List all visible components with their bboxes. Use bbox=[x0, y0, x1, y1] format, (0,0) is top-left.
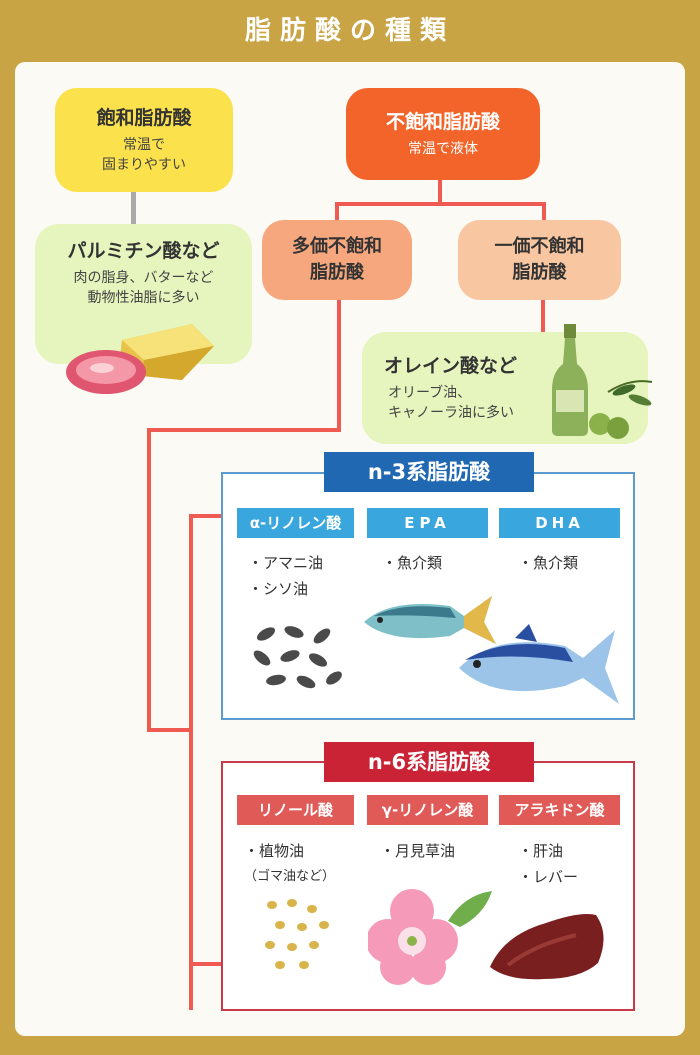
saturated-title: 飽和脂肪酸 bbox=[96, 107, 192, 129]
n3-source-list-epa: ・魚介類 bbox=[382, 554, 443, 572]
n3-title-badge: n-3系脂肪酸 bbox=[324, 452, 534, 492]
unsaturated-desc: 常温で液体 bbox=[408, 141, 478, 157]
connector-n3-branch bbox=[189, 514, 223, 518]
connector-n6-branch bbox=[189, 962, 223, 966]
n6-tab-linoleic: リノール酸 bbox=[237, 795, 354, 825]
unsaturated-fatty-acid-box: 不飽和脂肪酸 常温で液体 bbox=[346, 88, 540, 180]
n3-tab-alpha-linolenic: α-リノレン酸 bbox=[237, 508, 354, 538]
n6-source-list-gamma: ・月見草油 bbox=[380, 842, 456, 860]
page-title: 脂肪酸の種類 bbox=[244, 16, 455, 46]
monounsaturated-box: 一価不飽和 脂肪酸 bbox=[458, 220, 621, 300]
tuna-illustration bbox=[459, 624, 619, 704]
n3-tab-dha: DHA bbox=[499, 508, 620, 538]
saturated-fatty-acid-box: 飽和脂肪酸 常温で 固まりやすい bbox=[55, 88, 233, 192]
connector-n3-vertical bbox=[189, 514, 193, 1010]
connector-mono-oleic bbox=[541, 300, 545, 334]
n6-title-badge: n-6系脂肪酸 bbox=[324, 742, 534, 782]
oleic-desc: オリーブ油、 キャノーラ油に多い bbox=[388, 385, 514, 421]
evening-primrose-illustration bbox=[368, 889, 492, 985]
palmitic-desc: 肉の脂身、バターなど 動物性油脂に多い bbox=[73, 270, 214, 306]
mackerel-illustration bbox=[364, 596, 496, 644]
palmitic-title: パルミチン酸など bbox=[67, 240, 220, 262]
connector-unsaturated-stem bbox=[438, 180, 442, 204]
n3-source-list-dha: ・魚介類 bbox=[518, 554, 579, 572]
connector-to-n3-h bbox=[147, 728, 193, 732]
n6-source-list-linoleic: ・植物油 （ゴマ油など） bbox=[244, 842, 336, 884]
oleic-title: オレイン酸など bbox=[384, 355, 518, 377]
palmitic-acid-box: パルミチン酸など 肉の脂身、バターなど 動物性油脂に多い bbox=[35, 224, 252, 364]
saturated-desc: 常温で 固まりやすい bbox=[102, 137, 186, 173]
sesame-seeds-illustration bbox=[265, 899, 329, 969]
n3-source-list-alpha: ・アマニ油 ・シソ油 bbox=[248, 554, 324, 598]
connector-poly-trunk bbox=[337, 300, 341, 430]
connector-unsaturated-bar bbox=[335, 202, 545, 206]
oleic-acid-box: オレイン酸など オリーブ油、 キャノーラ油に多い bbox=[362, 332, 648, 444]
connector-poly-down bbox=[335, 202, 339, 222]
butter-meat-illustration bbox=[66, 324, 214, 394]
liver-illustration bbox=[490, 914, 604, 980]
connector-mono-down bbox=[542, 202, 546, 222]
connector-trunk-horizontal bbox=[147, 428, 341, 432]
unsaturated-title: 不飽和脂肪酸 bbox=[385, 111, 500, 133]
n6-tab-arachidonic: アラキドン酸 bbox=[499, 795, 620, 825]
perilla-seeds-illustration bbox=[253, 626, 342, 689]
n3-tab-epa: EPA bbox=[367, 508, 488, 538]
polyunsaturated-box: 多価不飽和 脂肪酸 bbox=[262, 220, 412, 300]
olive-oil-bottle-illustration bbox=[552, 324, 653, 439]
connector-main-vertical bbox=[147, 428, 151, 732]
connector-saturated-palmitic bbox=[131, 192, 136, 226]
n6-source-list-arachidonic: ・肝油 ・レバー bbox=[518, 842, 579, 886]
n6-tab-gamma-linolenic: γ-リノレン酸 bbox=[367, 795, 488, 825]
